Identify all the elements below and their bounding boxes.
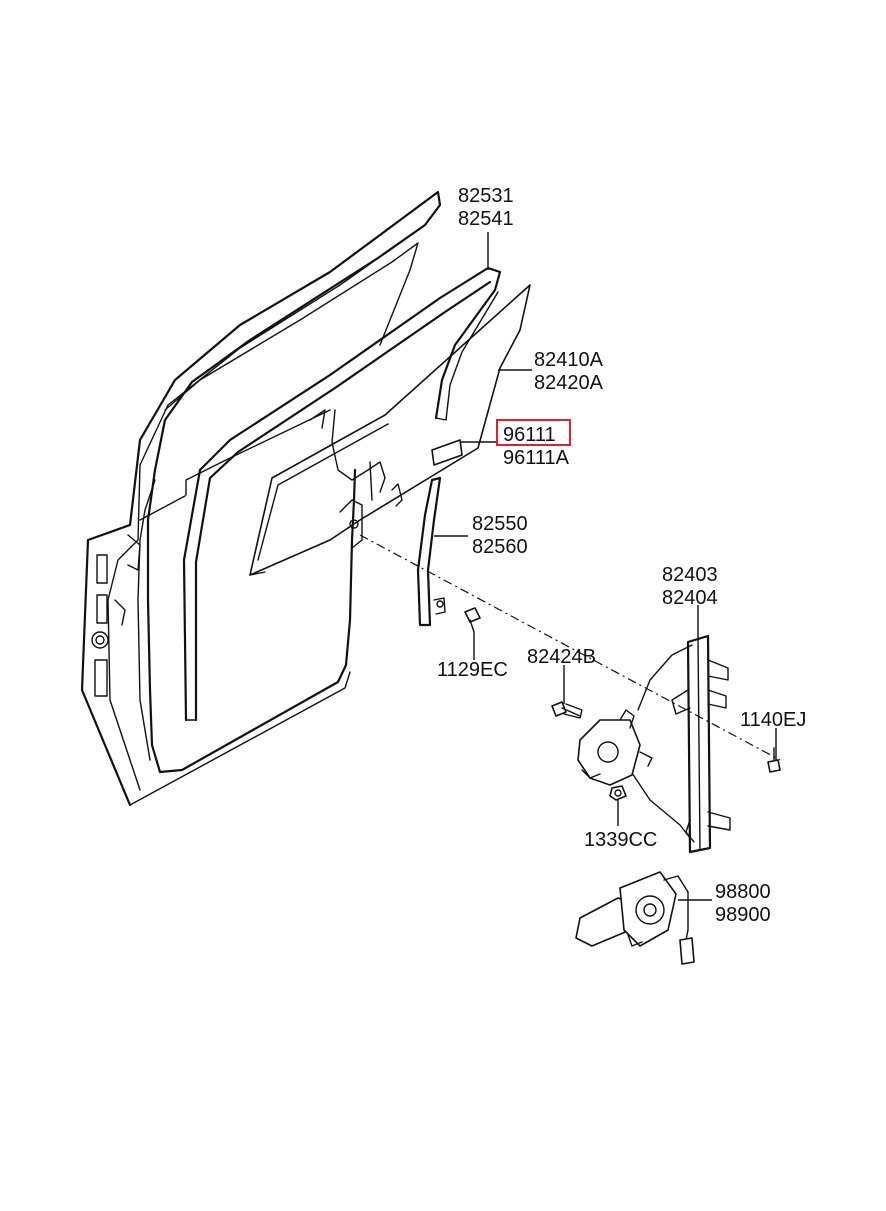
leader-lines [434, 232, 777, 901]
label-1129ec: 1129EC [437, 659, 508, 681]
bolt-82424b [551, 701, 583, 719]
label-96111a: 96111A [503, 447, 570, 469]
label-82404: 82404 [662, 587, 718, 609]
nut-1339cc [609, 785, 627, 801]
label-96111: 96111 [503, 424, 556, 446]
label-82420a: 82420A [534, 372, 604, 394]
door-bracket [309, 409, 403, 549]
rear-channel [416, 476, 446, 627]
label-82531: 82531 [458, 185, 514, 207]
door-panel [80, 190, 442, 807]
label-1140ej: 1140EJ [740, 709, 806, 731]
label-82560: 82560 [472, 536, 528, 558]
glass-run-channel [182, 266, 502, 722]
label-98800: 98800 [715, 881, 771, 903]
label-82403: 82403 [662, 564, 718, 586]
door-glass [249, 284, 531, 576]
highlight-box [496, 419, 571, 446]
assembly-centerline [359, 534, 781, 761]
label-82410a: 82410A [534, 349, 604, 371]
label-98900: 98900 [715, 904, 771, 926]
screw-1129ec [464, 607, 481, 633]
label-1339cc: 1339CC [584, 829, 657, 851]
part-labels: 82531 82541 82410A 82420A 96111 96111A 8… [437, 185, 806, 926]
sticker [431, 439, 463, 466]
label-82550: 82550 [472, 513, 528, 535]
bolt-1140ej [767, 747, 781, 773]
label-82424b: 82424B [527, 646, 596, 668]
window-regulator [577, 634, 731, 854]
label-82541: 82541 [458, 208, 514, 230]
window-motor [575, 871, 695, 965]
